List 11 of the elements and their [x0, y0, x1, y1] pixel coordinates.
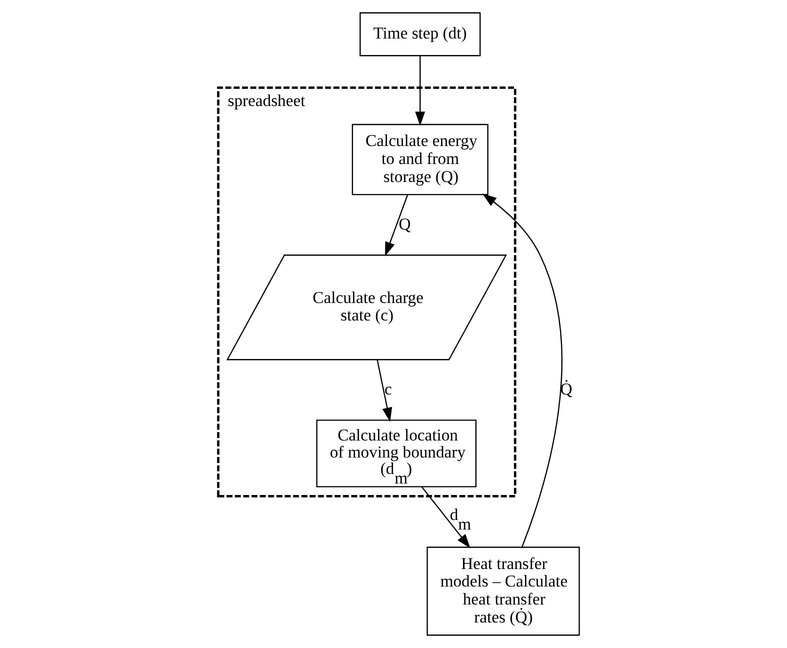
edge-label: Q̇ — [560, 379, 572, 398]
arrow — [384, 194, 408, 256]
node-box: Heat transfer models – Calculate heat transfer rates (Q̇) — [426, 546, 580, 636]
arrow — [376, 360, 392, 422]
node-box: Time step (dt) — [359, 12, 480, 56]
arrow — [414, 56, 425, 126]
node-box: Calculate energy to and from storage (Q) — [351, 124, 488, 196]
edge-label: Q — [398, 214, 410, 234]
arrow — [420, 486, 470, 548]
arrow — [482, 194, 562, 547]
edge-label: c — [384, 379, 392, 398]
